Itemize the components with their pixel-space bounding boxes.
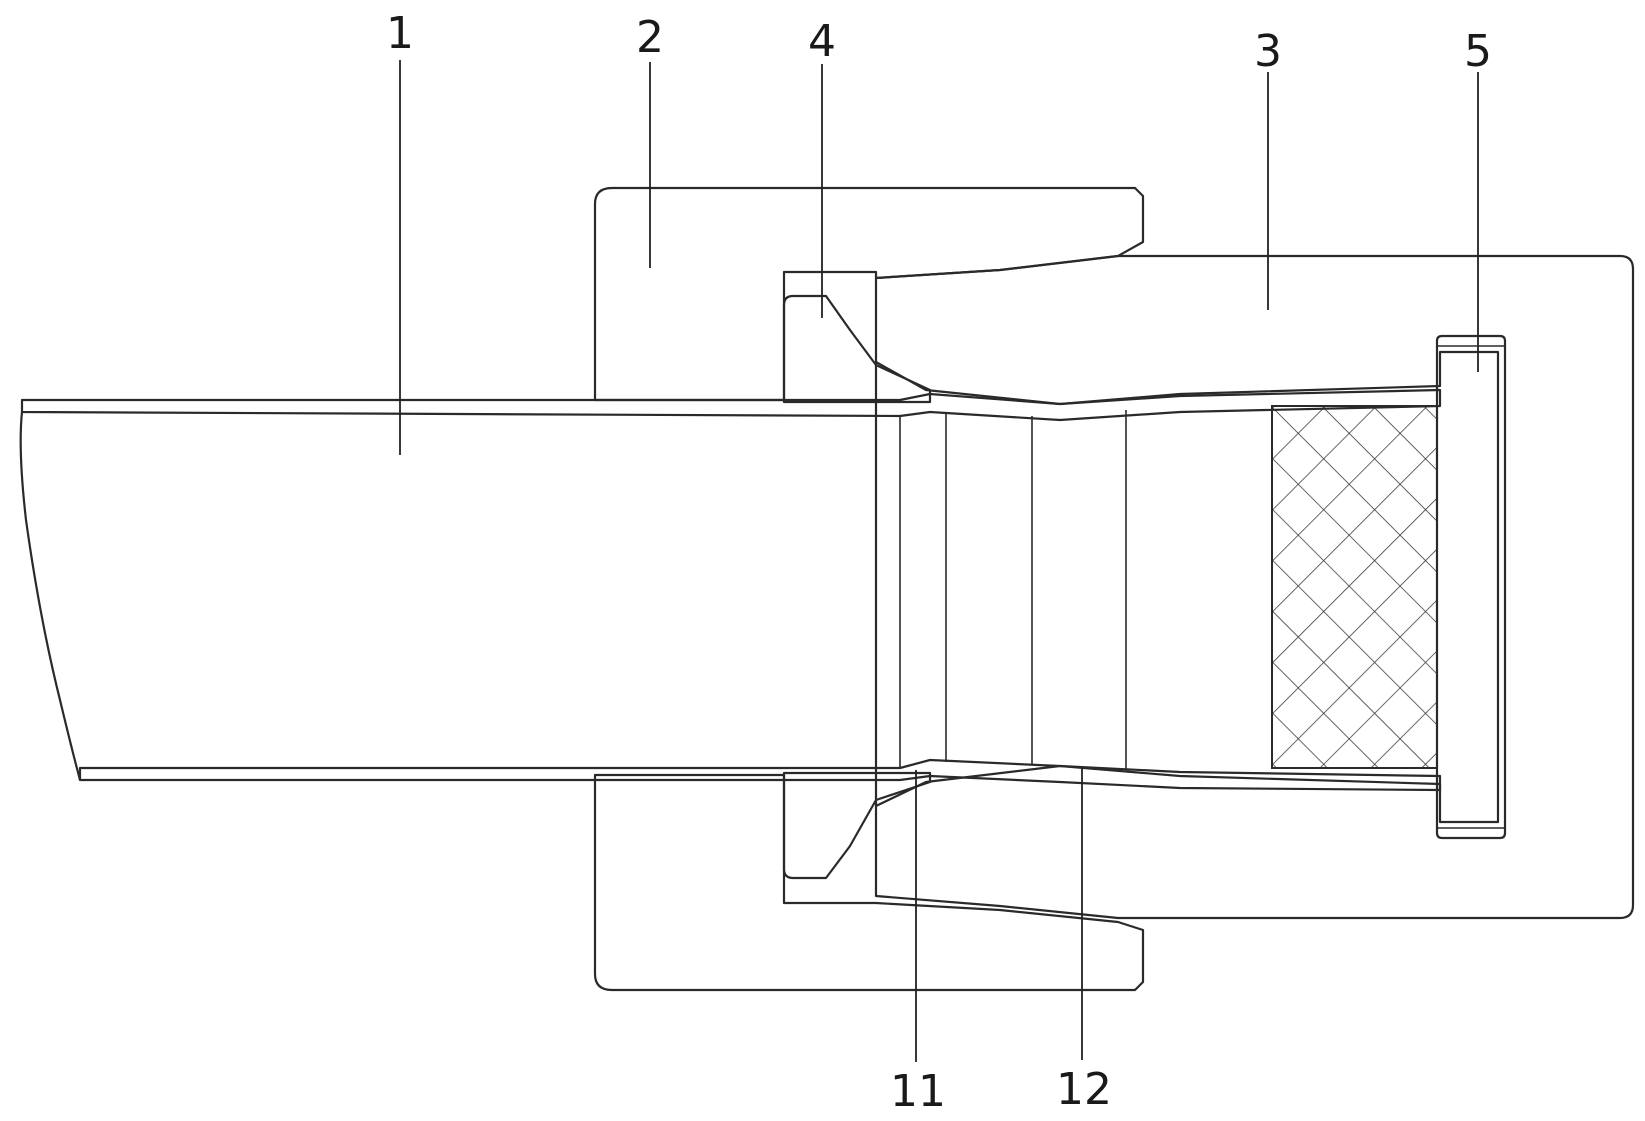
- callout-4: 4: [808, 16, 836, 67]
- callout-5: 5: [1464, 26, 1492, 77]
- callout-11: 11: [890, 1066, 946, 1117]
- callout-2: 2: [636, 12, 664, 63]
- pipe: [19, 388, 1442, 792]
- fitting-body: [874, 254, 1635, 920]
- filter-insert: [1271, 405, 1438, 769]
- leader-lines: [399, 60, 1479, 1062]
- callouts: 1 2 4 3 5 11 12: [386, 8, 1492, 1117]
- seal-ring: [1435, 334, 1507, 840]
- ferrule: [782, 294, 932, 880]
- callout-3: 3: [1254, 26, 1282, 77]
- union-nut: [593, 186, 1145, 992]
- callout-1: 1: [386, 8, 414, 59]
- callout-12: 12: [1056, 1064, 1112, 1115]
